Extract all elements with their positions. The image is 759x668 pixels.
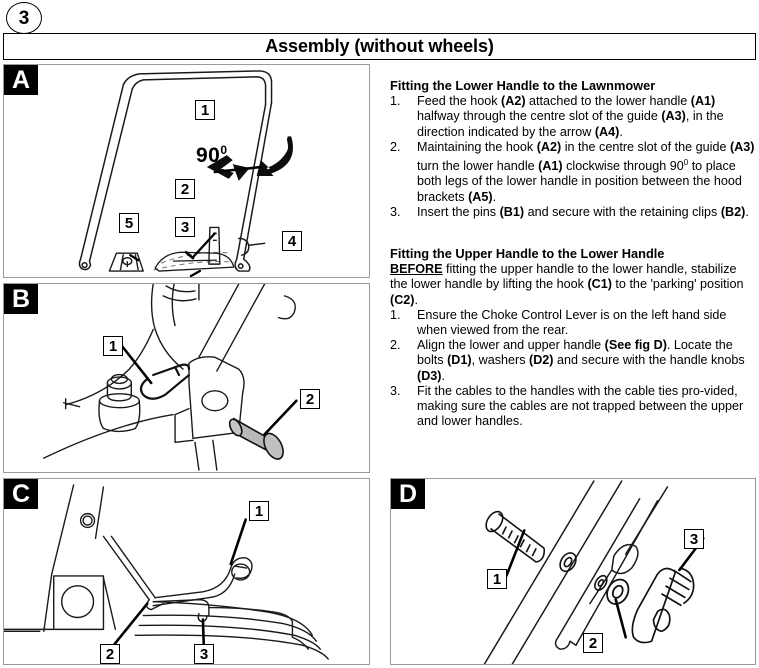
panel-b-illustration <box>4 284 369 472</box>
part-reference: (A3) <box>661 109 686 124</box>
callout-c-3: 3 <box>194 644 214 664</box>
angle-unit: 0 <box>220 143 228 157</box>
step-text: Fit the cables to the handles with the c… <box>417 383 744 429</box>
part-reference: (D1) <box>447 353 472 368</box>
instruction-step: 1. Ensure the Choke Control Lever is on t… <box>390 308 756 338</box>
callout-c-1: 1 <box>249 501 269 521</box>
part-reference: (C1) <box>587 277 612 292</box>
callout-a-3: 3 <box>175 217 195 237</box>
instruction-step: 3. Insert the pins (B1) and secure with t… <box>390 205 756 220</box>
instruction-step: 2. Align the lower and upper handle (See … <box>390 338 756 384</box>
panel-d-illustration <box>391 479 755 664</box>
step-number: 3. <box>390 383 401 398</box>
instructions-heading-lower-handle: Fitting the Lower Handle to the Lawnmowe… <box>390 78 656 93</box>
step-text: Ensure the Choke Control Lever is on the… <box>417 307 727 338</box>
step-number: 2. <box>390 139 401 154</box>
panel-d-tag: D <box>391 479 425 509</box>
page-number: 3 <box>18 7 30 29</box>
step-text: Maintaining the hook (A2) in the centre … <box>417 139 755 204</box>
panel-b-tag: B <box>4 284 38 314</box>
figure-panel-a: A 900 1 2 3 4 5 <box>3 64 370 278</box>
panel-a-tag: A <box>4 65 38 95</box>
instructions-column: Fitting the Lower Handle to the Lawnmowe… <box>390 78 756 463</box>
part-reference: (A1) <box>538 159 563 174</box>
figure-panel-b: B 1 2 <box>3 283 370 473</box>
emphasis-before: BEFORE <box>390 262 443 277</box>
page-title: Assembly (without wheels) <box>265 36 494 56</box>
part-reference: (B2) <box>720 204 746 219</box>
part-reference: (B1) <box>499 204 525 219</box>
instructions-note-before: BEFORE fitting the upper handle to the l… <box>390 262 744 307</box>
figure-panel-d: D 1 2 3 <box>390 478 756 665</box>
part-reference: (See fig D) <box>604 338 667 353</box>
callout-d-3: 3 <box>684 529 704 549</box>
page-number-badge: 3 <box>6 2 42 34</box>
panel-a-illustration <box>4 65 369 277</box>
step-text: Feed the hook (A2) attached to the lower… <box>417 94 724 139</box>
step-text: Insert the pins (B1) and secure with the… <box>417 204 749 219</box>
callout-d-1: 1 <box>487 569 507 589</box>
part-reference: (A3) <box>729 139 755 154</box>
instruction-list-upper-handle: 1. Ensure the Choke Control Lever is on t… <box>390 308 756 430</box>
angle-value: 90 <box>196 144 221 167</box>
instruction-step: 1. Feed the hook (A2) attached to the low… <box>390 94 756 140</box>
step-number: 1. <box>390 307 401 322</box>
step-text: Align the lower and upper handle (See fi… <box>417 338 745 383</box>
part-reference: (C2) <box>390 292 415 307</box>
part-reference: (A1) <box>690 94 716 109</box>
callout-a-2: 2 <box>175 179 195 199</box>
step-number: 2. <box>390 338 401 353</box>
angle-label-90-degrees: 900 <box>196 143 228 168</box>
step-number: 1. <box>390 94 401 109</box>
part-reference: (D2) <box>529 353 554 368</box>
instruction-step: 2. Maintaining the hook (A2) in the centr… <box>390 140 756 205</box>
part-reference: (A2) <box>536 139 562 154</box>
instructions-spacer <box>390 220 756 246</box>
instruction-step: 3. Fit the cables to the handles with the… <box>390 384 756 430</box>
callout-a-1: 1 <box>195 100 215 120</box>
figure-panel-c: C 1 2 3 <box>3 478 370 665</box>
part-reference: (D3) <box>417 368 442 383</box>
callout-b-2: 2 <box>300 389 320 409</box>
degree-superscript: 0 <box>683 158 689 168</box>
callout-b-1: 1 <box>103 336 123 356</box>
callout-c-2: 2 <box>100 644 120 664</box>
panel-c-tag: C <box>4 479 38 509</box>
section-title-bar: Assembly (without wheels) <box>3 33 756 60</box>
callout-a-4: 4 <box>282 231 302 251</box>
part-reference: (A4) <box>594 124 620 139</box>
panel-c-illustration <box>4 479 369 664</box>
part-reference: (A5) <box>468 189 493 204</box>
part-reference: (A2) <box>501 94 526 109</box>
instruction-list-lower-handle: 1. Feed the hook (A2) attached to the low… <box>390 94 756 220</box>
step-number: 3. <box>390 204 401 219</box>
callout-a-5: 5 <box>119 213 139 233</box>
callout-d-2: 2 <box>583 633 603 653</box>
instructions-heading-upper-handle: Fitting the Upper Handle to the Lower Ha… <box>390 246 665 262</box>
